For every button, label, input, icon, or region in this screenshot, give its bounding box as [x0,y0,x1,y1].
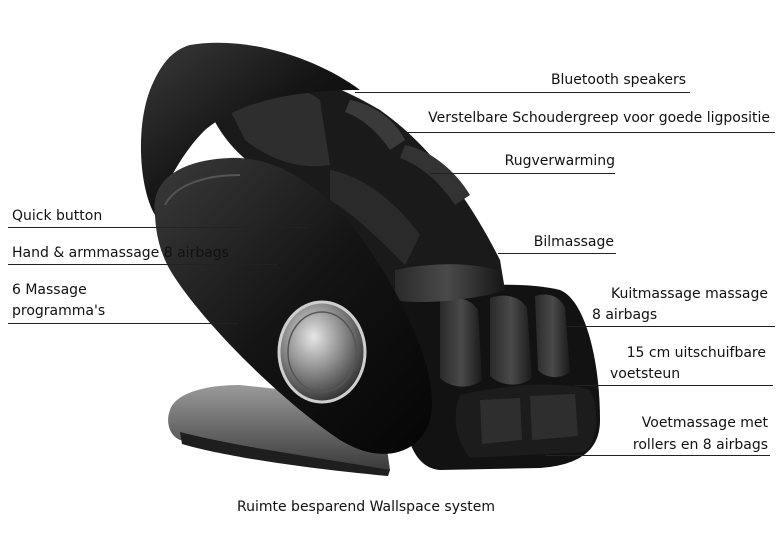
leader-shoulder [405,132,775,133]
label-foot-line2: rollers en 8 airbags [632,437,768,453]
leader-programs [8,323,238,324]
leader-quick [8,227,308,228]
label-wallspace: Ruimte besparend Wallspace system [237,499,496,515]
leader-foot [545,455,770,456]
leader-arm [8,264,278,265]
label-bluetooth-speakers: Bluetooth speakers [550,72,686,88]
label-calf-line1: Kuitmassage massage [611,286,768,302]
label-bil-massage: Bilmassage [533,234,614,250]
leader-bil [498,253,616,254]
label-shoulder-grip: Verstelbare Schoudergreep voor goede lig… [428,110,770,126]
label-back-heating: Rugverwarming [504,153,615,169]
label-foot-ext-line1: 15 cm uitschuifbare [626,345,766,361]
side-knob [277,300,367,404]
label-arm-massage: Hand & armmassage 8 airbags [12,245,229,261]
label-foot-ext-line2: voetsteun [610,366,681,382]
label-programs-line2: programma's [12,303,106,319]
leader-heating [430,173,615,174]
leader-calf [565,326,775,327]
label-foot-line1: Voetmassage met [641,415,768,431]
chair-side-panel [154,157,432,454]
label-quick-button: Quick button [12,208,103,224]
chair-shell [140,42,360,215]
leader-bluetooth [355,92,690,93]
leader-foot-ext [575,385,773,386]
label-calf-line2: 8 airbags [592,307,658,323]
label-programs-line1: 6 Massage [12,282,87,298]
